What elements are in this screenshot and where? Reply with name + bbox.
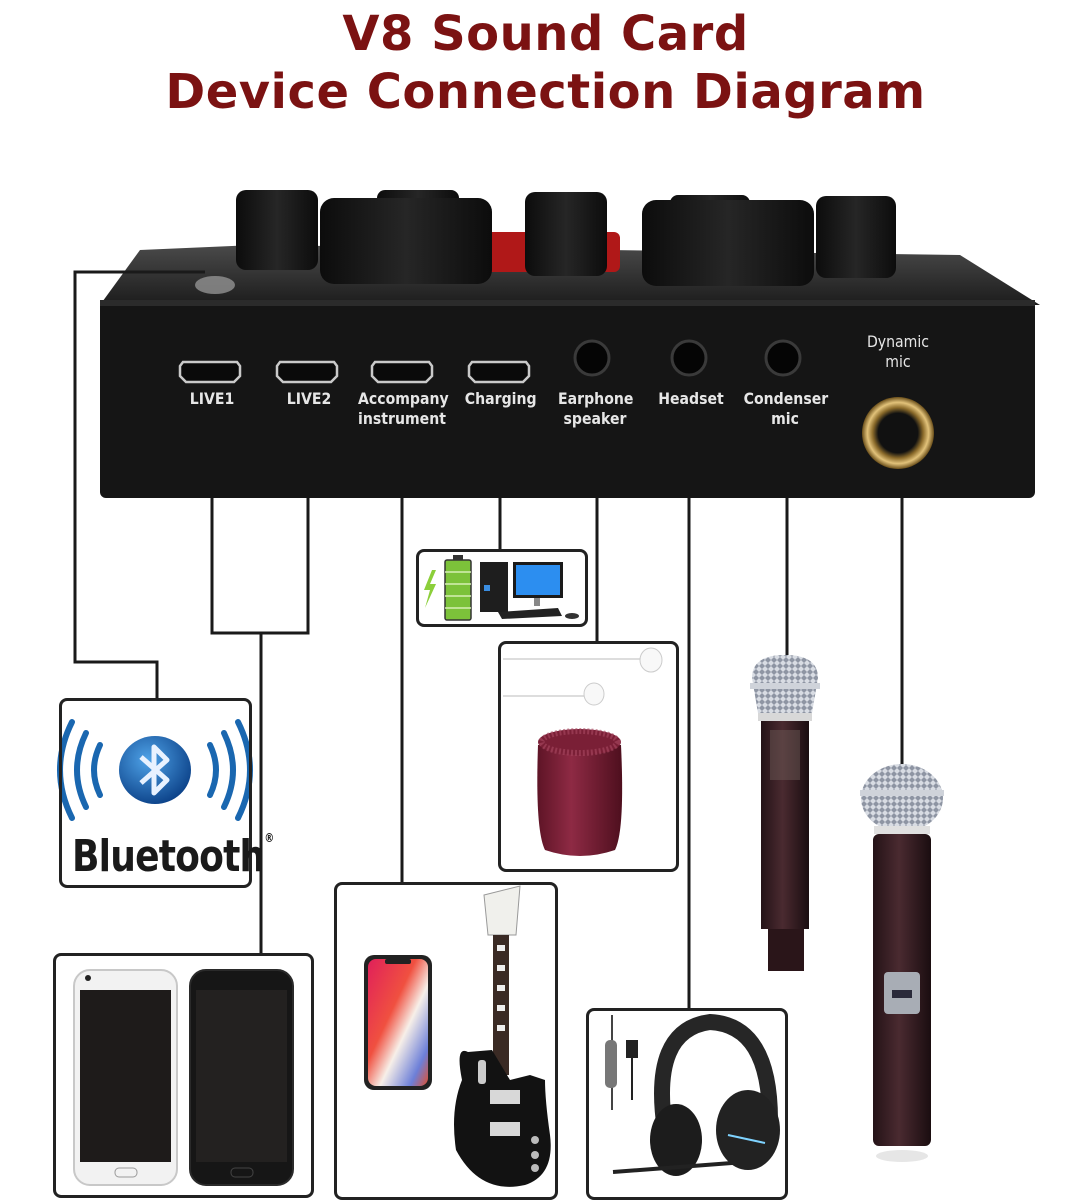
control-knobs[interactable]	[236, 190, 896, 286]
port-label-accompany: Accompany instrument	[358, 389, 449, 429]
phone-guitar-box	[334, 882, 558, 1200]
port-label-condenser: Condenser mic	[743, 389, 829, 429]
port-label-earphone: Earphone speaker	[558, 389, 634, 429]
knob[interactable]	[816, 196, 896, 278]
lightning-icon	[424, 570, 436, 608]
label-line: mic	[885, 352, 911, 371]
port-live2[interactable]	[275, 360, 339, 384]
knob-large[interactable]	[642, 200, 814, 286]
bluetooth-icon	[57, 719, 253, 821]
port-condenser[interactable]	[764, 339, 802, 377]
label-line: Dynamic	[866, 332, 930, 351]
speaker-icon	[537, 728, 623, 856]
bluetooth-label: Bluetooth®	[72, 831, 274, 882]
knob-large[interactable]	[320, 198, 492, 284]
gaming-headset-icon	[605, 1013, 780, 1176]
headset-box	[586, 1008, 788, 1200]
smartphone-icon	[73, 969, 178, 1186]
line-live-loop	[210, 498, 310, 635]
sound-card-front	[100, 300, 1035, 498]
knob[interactable]	[525, 192, 607, 276]
port-label-dynamic: Dynamic mic	[863, 332, 933, 372]
label-line: Accompany	[358, 389, 449, 408]
microphone-icon	[860, 764, 944, 1162]
title-line-1: V8 Sound Card	[342, 6, 749, 62]
port-charging[interactable]	[467, 360, 531, 384]
bluetooth-button[interactable]	[195, 276, 235, 294]
charging-pc-illustration	[424, 555, 579, 621]
port-headset[interactable]	[670, 339, 708, 377]
knob[interactable]	[236, 190, 318, 270]
earphone-speaker-illustration	[503, 647, 663, 856]
port-dynamic[interactable]	[862, 397, 934, 469]
label-line: Earphone	[558, 389, 634, 408]
earphones-icon	[503, 647, 663, 706]
connector-lines	[73, 270, 904, 1010]
port-label-headset: Headset	[658, 389, 724, 408]
bluetooth-box: Bluetooth®	[59, 698, 274, 888]
port-live1[interactable]	[178, 360, 242, 384]
line-bluetooth	[73, 270, 205, 700]
label-line: speaker	[563, 409, 627, 428]
port-accompany[interactable]	[370, 360, 434, 384]
microphone-icon	[750, 655, 820, 971]
earphone-speaker-box	[498, 641, 679, 872]
label-line: instrument	[358, 409, 446, 428]
title-line-2: Device Connection Diagram	[165, 64, 926, 120]
label-line: mic	[771, 409, 799, 428]
port-label-charging: Charging	[464, 389, 537, 408]
desktop-computer-icon	[480, 562, 579, 619]
port-label-live2: LIVE2	[286, 389, 332, 408]
smartphones-box	[53, 953, 314, 1198]
smartphone-icon	[189, 969, 294, 1186]
electric-guitar-icon	[454, 885, 551, 1187]
charging-pc-box	[416, 549, 588, 627]
label-line: Condenser	[743, 389, 829, 408]
port-label-live1: LIVE1	[189, 389, 235, 408]
smartphone-icon	[364, 955, 432, 1090]
port-earphone[interactable]	[573, 339, 611, 377]
sound-card	[100, 190, 1040, 498]
